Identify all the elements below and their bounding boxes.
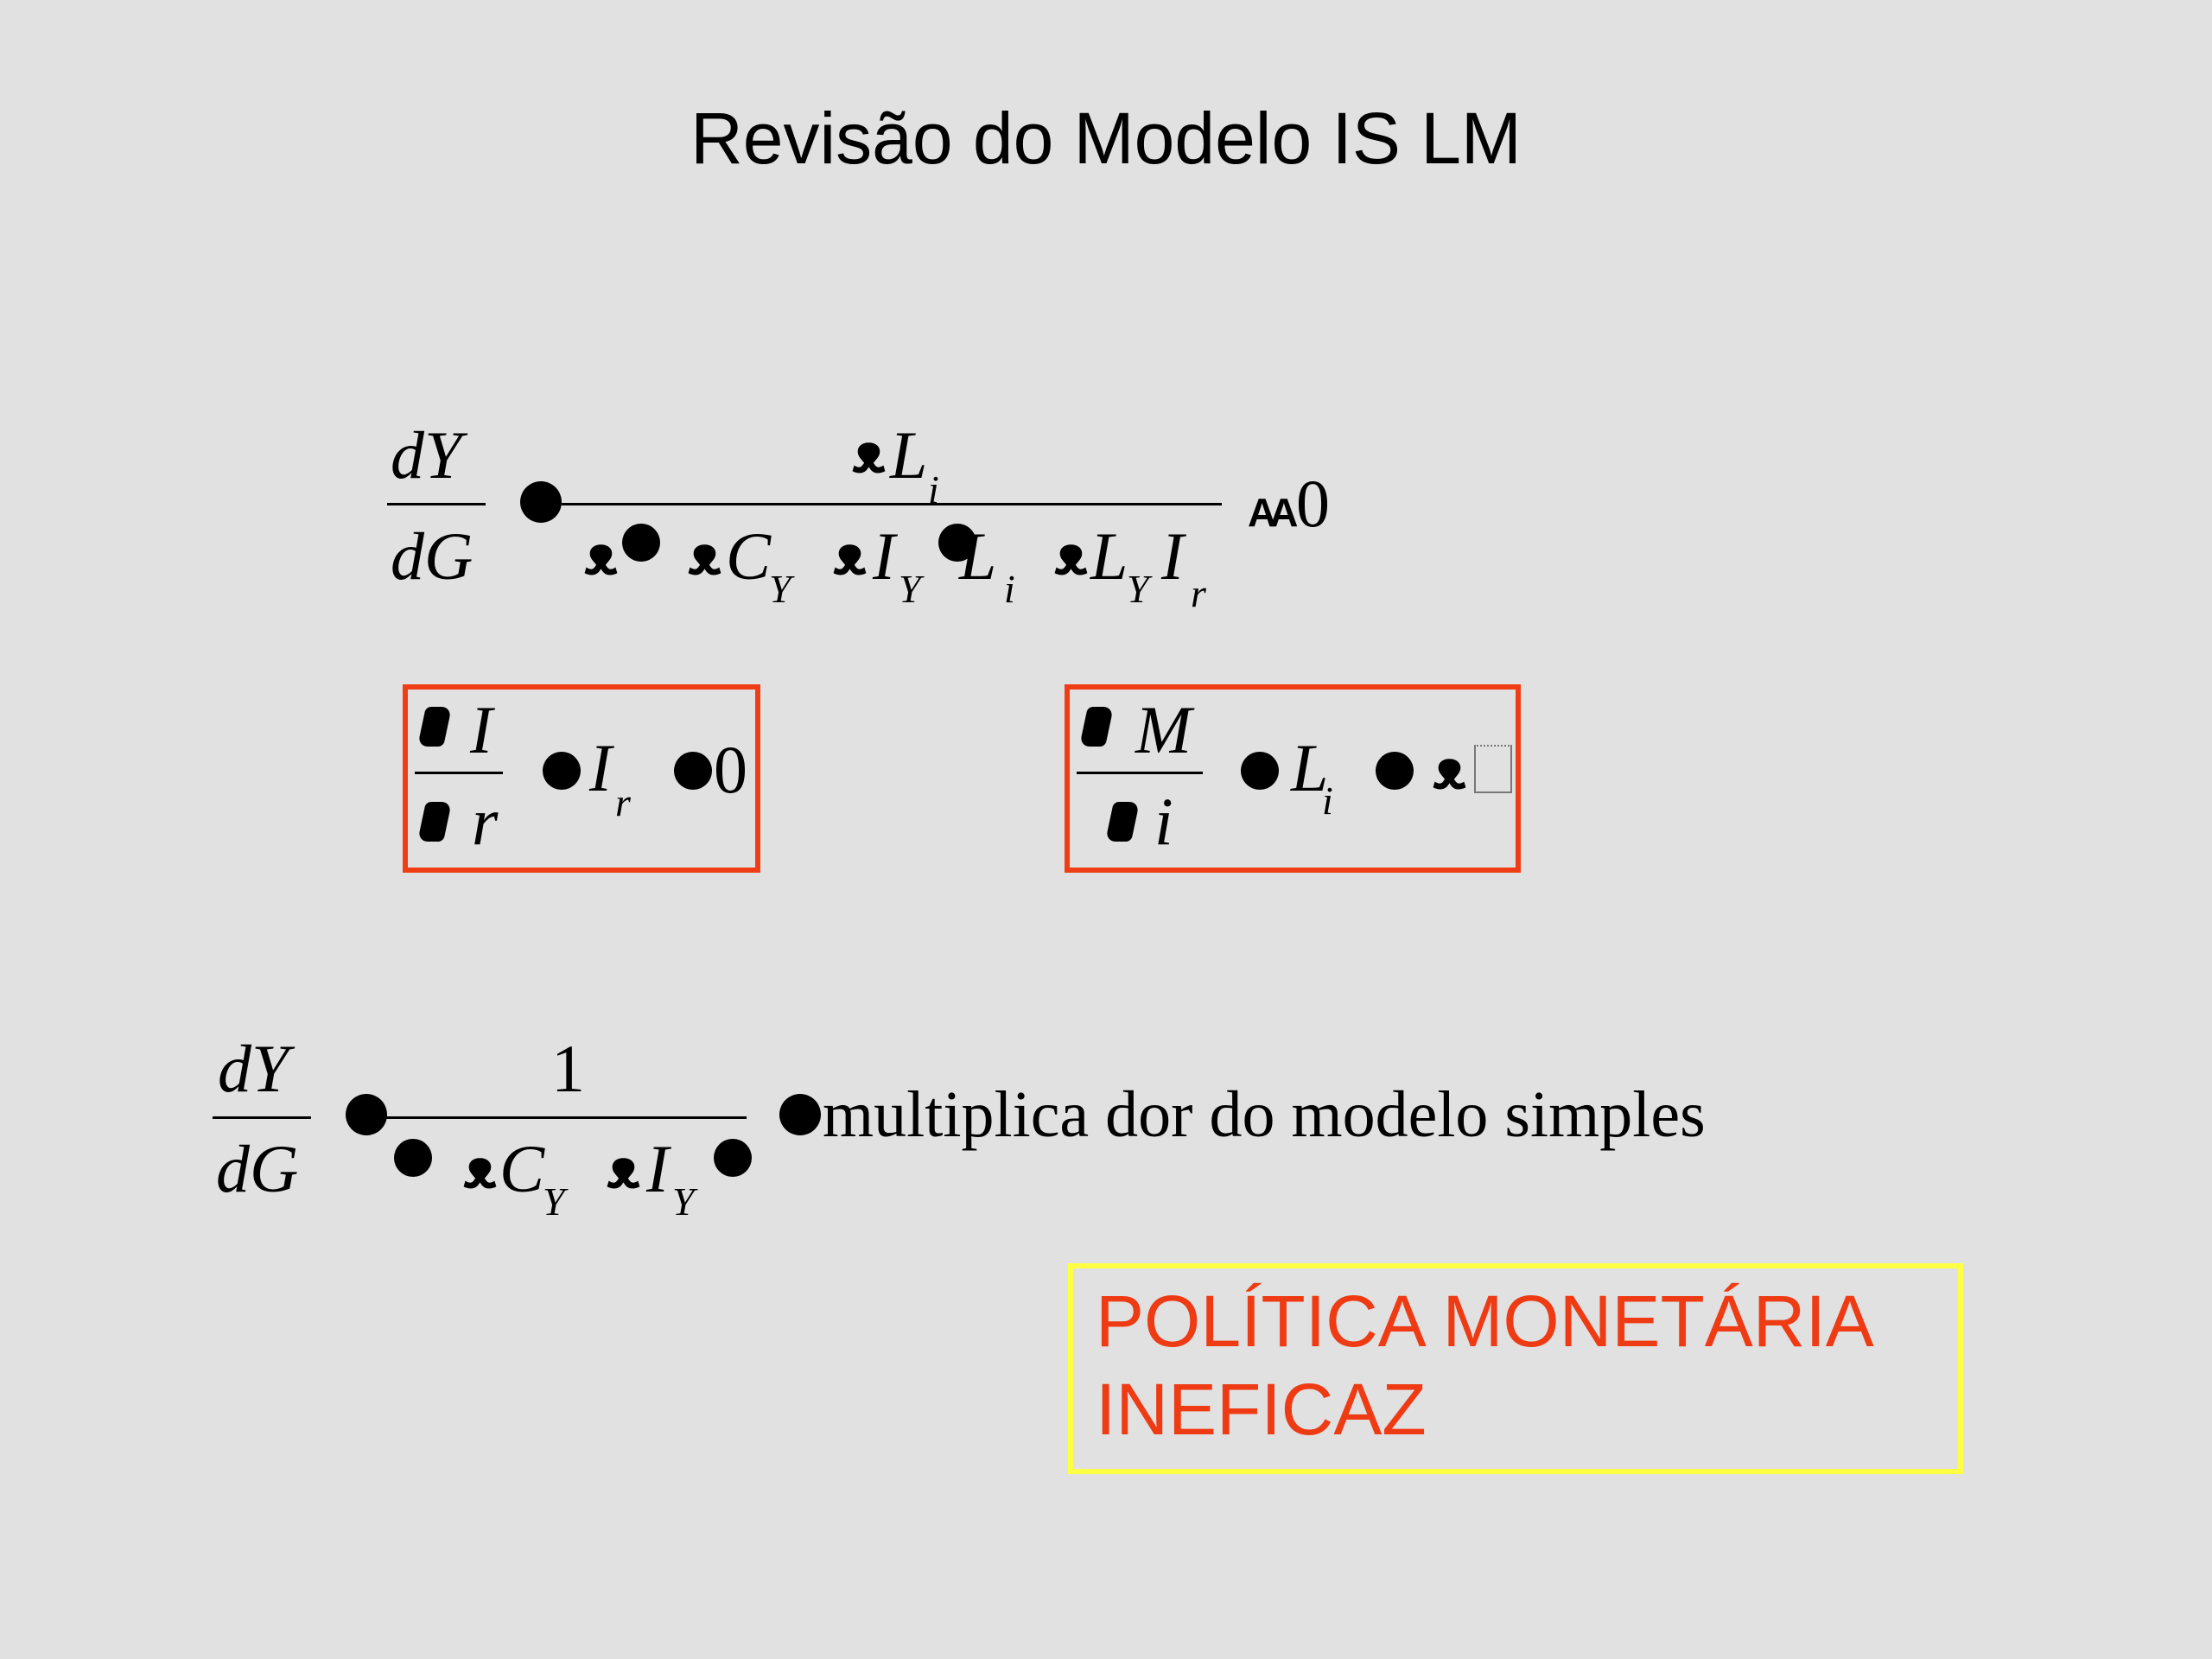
box-right-num-var: M (1135, 692, 1192, 767)
eq1-den-L: L (959, 518, 997, 594)
eq1-den-C-sub: Y (769, 567, 791, 611)
eq2-den-dot-1 (394, 1139, 432, 1177)
eq1-den-dot-1 (622, 524, 660, 562)
box-right-rhs-sub: i (1322, 779, 1333, 823)
eq2-den-I-sub: Y (672, 1179, 695, 1224)
eq1-den-glyph-1: ᴥ (584, 524, 619, 588)
eq1-main-fraction-bar (562, 503, 1222, 505)
box-left-value: 0 (714, 732, 747, 807)
eq2-den-glyph-1: ᴥ (463, 1138, 498, 1202)
eq1-den-L-sub: i (1004, 567, 1015, 611)
eq2-den-I: I (646, 1131, 669, 1206)
slide-title: Revisão do Modelo IS LM (690, 98, 1522, 179)
box-right-equals-glyph (1241, 752, 1279, 790)
eq2-lhs-numerator: dY (218, 1031, 289, 1106)
eq1-equals-glyph (520, 481, 562, 523)
eq1-lhs-denominator: dG (391, 518, 474, 594)
lm-condition-box (1065, 684, 1521, 873)
eq2-rhs-numerator: 1 (551, 1031, 585, 1106)
box-right-den-var: i (1154, 784, 1173, 859)
eq2-main-fraction-bar (385, 1116, 747, 1119)
eq1-lhs-numerator: dY (391, 417, 462, 493)
eq1-num-minus-glyph: ᴥ (852, 423, 887, 486)
eq2-description: multiplica dor do modelo simples (823, 1078, 1706, 1151)
conclusion-box (1068, 1263, 1963, 1474)
box-left-rhs-sub: r (615, 780, 631, 824)
eq1-den-glyph-3: ᴥ (833, 524, 868, 588)
box-right-minus-glyph: ᴥ (1433, 739, 1467, 803)
eq1-result-prefix: AA (1248, 490, 1299, 535)
box-left-equals-glyph (543, 752, 581, 790)
eq2-equals-glyph (346, 1094, 387, 1135)
box-right-equals-glyph-2 (1376, 752, 1414, 790)
box-left-equals-glyph-2 (674, 752, 712, 790)
eq1-den-I-sub: Y (899, 567, 921, 611)
box-left-fraction-bar (415, 772, 503, 774)
eq1-den-LY-sub: Y (1127, 567, 1149, 611)
box-left-rhs-var: I (589, 730, 612, 805)
eq2-den-C-sub: Y (543, 1179, 565, 1224)
box-left-num-var: I (470, 692, 493, 767)
box-right-fraction-bar (1077, 772, 1203, 774)
eq2-equals-glyph-2 (779, 1094, 821, 1135)
eq1-num-L: L (890, 417, 928, 493)
conclusion-line-1: POLÍTICA MONETÁRIA (1096, 1281, 1874, 1362)
eq1-den-dot-2 (938, 524, 976, 562)
eq2-den-glyph-2: ᴥ (607, 1138, 641, 1202)
eq1-den-Ir: I (1161, 518, 1184, 594)
eq2-lhs-fraction-bar (213, 1116, 311, 1119)
infinity-placeholder-icon (1474, 745, 1512, 793)
box-right-rhs-var: L (1291, 730, 1329, 805)
eq1-den-glyph-2: ᴥ (688, 524, 722, 588)
eq2-lhs-denominator: dG (216, 1131, 299, 1206)
eq1-den-I: I (873, 518, 895, 594)
eq1-den-Ir-sub: r (1191, 571, 1206, 615)
is-condition-box (403, 684, 760, 873)
eq1-num-L-sub: i (928, 467, 939, 512)
eq1-result: 0 (1296, 466, 1330, 541)
eq2-den-dot-2 (714, 1139, 752, 1177)
eq1-den-glyph-4: ᴥ (1054, 524, 1089, 588)
box-left-den-var: r (472, 784, 499, 859)
conclusion-line-2: INEFICAZ (1096, 1369, 1427, 1450)
eq1-lhs-fraction-bar (387, 503, 486, 505)
eq2-den-C: C (499, 1131, 545, 1206)
eq1-den-LY: L (1090, 518, 1128, 594)
eq1-den-C: C (726, 518, 772, 594)
